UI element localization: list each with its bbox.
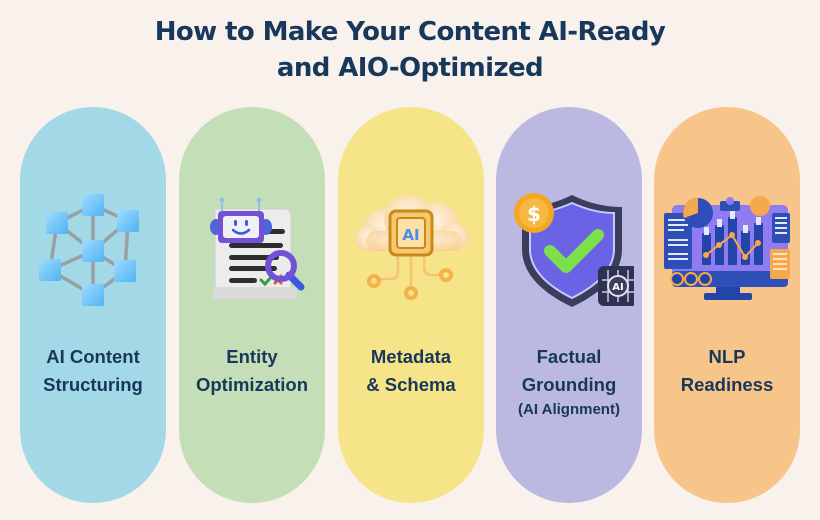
card-label-line-1: NLP bbox=[708, 346, 746, 367]
card-label-line-2: Grounding bbox=[521, 374, 617, 395]
card-label-line-2: & Schema bbox=[366, 374, 456, 395]
card-label: AI Content Structuring bbox=[20, 343, 166, 399]
card-entity-optimization: Entity Optimization bbox=[179, 107, 325, 503]
analytics-monitor-icon bbox=[662, 187, 792, 309]
shield-check-icon: $ AI bbox=[504, 187, 638, 309]
card-label-line-1: AI Content bbox=[46, 346, 140, 367]
card-label-line-2: Optimization bbox=[195, 374, 309, 395]
card-label-line-1: Factual bbox=[536, 346, 602, 367]
robot-document-search-icon bbox=[187, 187, 317, 309]
card-label: Metadata & Schema bbox=[338, 343, 484, 399]
card-label-line-2: Structuring bbox=[43, 374, 143, 395]
card-label-line-1: Entity bbox=[226, 346, 278, 367]
card-label-subtitle: (AI Alignment) bbox=[518, 401, 620, 418]
card-label: Factual Grounding (AI Alignment) bbox=[496, 343, 642, 421]
card-ai-content-structuring: AI Content Structuring bbox=[20, 107, 166, 503]
chip-label: AI bbox=[402, 226, 419, 244]
card-label: Entity Optimization bbox=[179, 343, 325, 399]
card-label-line-1: Metadata bbox=[370, 346, 452, 367]
coin-label: $ bbox=[527, 202, 541, 226]
badge-label: AI bbox=[612, 282, 623, 293]
card-factual-grounding: $ AI Factual Grounding (AI Alignment) bbox=[496, 107, 642, 503]
ai-chip-cloud-icon: AI bbox=[346, 187, 476, 309]
network-cube-icon bbox=[28, 187, 158, 309]
card-nlp-readiness: NLP Readiness bbox=[654, 107, 800, 503]
page-title: How to Make Your Content AI-Ready and AI… bbox=[0, 14, 820, 86]
card-label: NLP Readiness bbox=[654, 343, 800, 399]
title-line-1: How to Make Your Content AI-Ready bbox=[154, 17, 666, 47]
card-metadata-schema: AI Metadata & Schema bbox=[338, 107, 484, 503]
card-label-line-2: Readiness bbox=[680, 374, 774, 395]
title-line-2: and AIO-Optimized bbox=[276, 53, 544, 83]
